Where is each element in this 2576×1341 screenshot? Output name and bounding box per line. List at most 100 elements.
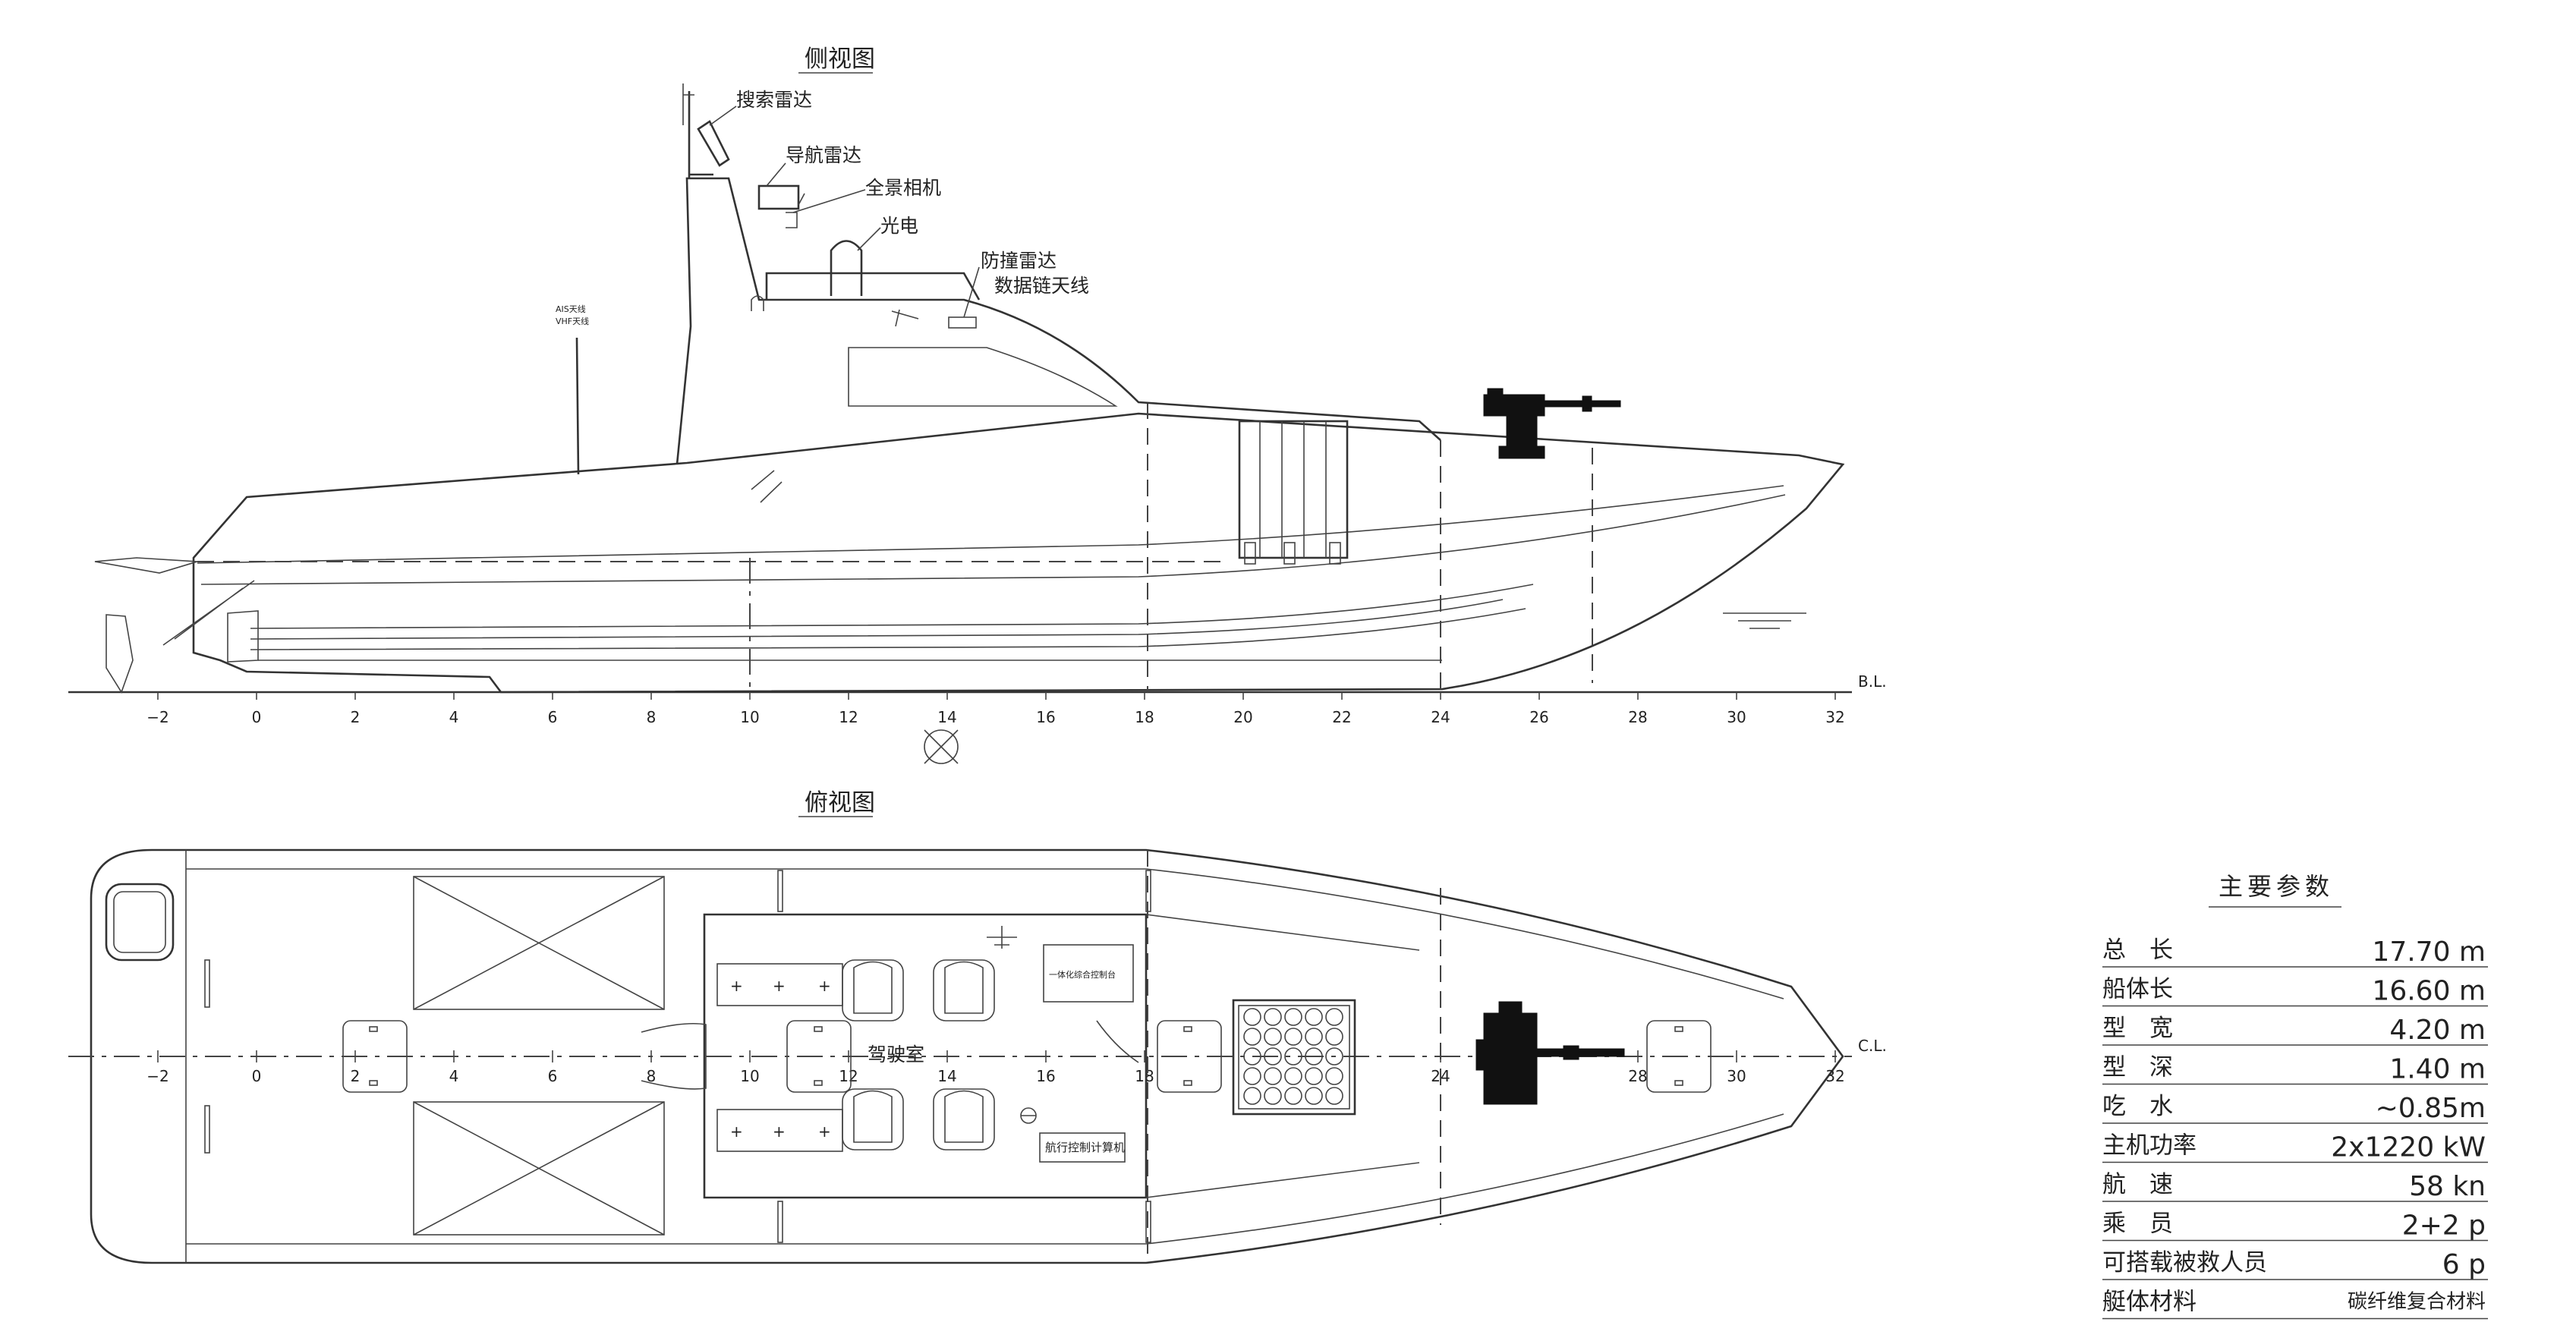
liferaft-canister — [1325, 1047, 1343, 1066]
liferaft-canister — [1284, 1028, 1302, 1046]
collision-radar-leader — [963, 266, 980, 318]
horn-shape — [751, 295, 764, 311]
hull-profile — [192, 412, 1845, 694]
spray-rail-2 — [250, 599, 1504, 640]
trim-tab-arm — [162, 580, 255, 646]
param-value: 16.60 m — [2372, 976, 2486, 1007]
param-value: 17.70 m — [2372, 936, 2486, 968]
compass-symbol — [987, 926, 1017, 949]
collision-radar-label: 防撞雷达 — [981, 250, 1057, 272]
stern-platform — [94, 557, 198, 574]
side-tick-label: 22 — [1332, 708, 1351, 726]
liferaft-canister — [1325, 1028, 1343, 1046]
nav-radar-pointer — [798, 193, 805, 206]
bench-starboard: + + + — [716, 1109, 843, 1152]
panoramic-camera-shape — [786, 212, 798, 228]
electro-optic-label: 光电 — [880, 215, 918, 237]
side-hatch-2 — [760, 481, 783, 503]
side-tick-label: 8 — [647, 708, 657, 726]
liferaft-rack-top — [1217, 999, 1356, 1116]
engine-hatch-starboard — [413, 1101, 665, 1236]
search-radar-label: 搜索雷达 — [736, 89, 812, 111]
chine-line-upper — [197, 485, 1784, 564]
param-value: 4.20 m — [2389, 1015, 2486, 1046]
side-tick-label: −2 — [146, 708, 168, 726]
gun-mount-top — [1475, 1001, 1625, 1105]
svg-text:+: + — [818, 1122, 831, 1141]
deck-hatch-aft — [342, 1020, 408, 1093]
electro-optic-dome — [830, 240, 863, 296]
side-tick-label: 14 — [937, 708, 956, 726]
liferaft-canister — [1284, 1067, 1302, 1085]
svg-text:+: + — [730, 977, 743, 995]
svg-text:+: + — [730, 1122, 743, 1141]
param-label: 主机功率 — [2102, 1132, 2197, 1160]
top-tick-label: 16 — [1036, 1067, 1055, 1085]
deck-hatch-bow — [1646, 1020, 1712, 1093]
waterjet-housing — [227, 610, 259, 663]
param-label: 航 速 — [2102, 1171, 2173, 1198]
top-tick-label: −2 — [146, 1067, 168, 1085]
liferaft-canister — [1243, 1067, 1261, 1085]
liferaft-canister — [1264, 1028, 1282, 1046]
side-tick-label: 32 — [1825, 708, 1844, 726]
liferaft-canister — [1305, 1028, 1323, 1046]
engine-hatch-port — [413, 876, 665, 1010]
param-label: 型 深 — [2102, 1054, 2173, 1081]
liferaft-canister — [1305, 1087, 1323, 1105]
liferaft-canister — [1264, 1008, 1282, 1026]
electro-optic-leader — [857, 227, 881, 251]
top-tick-label: 18 — [1135, 1067, 1154, 1085]
top-tick-label: 2 — [351, 1067, 361, 1085]
chine-line-mid — [200, 494, 1786, 585]
side-view-title: 侧视图 — [805, 46, 875, 73]
search-radar-leader — [709, 105, 737, 126]
spray-rail-1 — [250, 584, 1534, 629]
stern-ladder — [105, 883, 175, 962]
top-tick-label: 30 — [1727, 1067, 1746, 1085]
top-tick-label: 0 — [252, 1067, 262, 1085]
seat-3 — [842, 1088, 904, 1151]
deck-outline — [90, 848, 1844, 1264]
side-tick-label: 0 — [252, 708, 262, 726]
collision-radar-shape — [948, 316, 977, 329]
top-tick-label: 8 — [647, 1067, 657, 1085]
param-value: 2x1220 kW — [2331, 1132, 2486, 1163]
liferaft-canister — [1305, 1047, 1323, 1066]
foredeck-coaming — [1145, 914, 1420, 1198]
rudder — [105, 614, 134, 694]
top-tick-label: 10 — [740, 1067, 759, 1085]
roof-deck — [765, 272, 981, 301]
spray-rail-3 — [250, 608, 1526, 650]
liferaft-canister — [1243, 1008, 1261, 1026]
param-value: 6 p — [2442, 1249, 2486, 1280]
bench-port: + + + — [716, 963, 843, 1006]
liferaft-canister — [1284, 1047, 1302, 1066]
liferaft-canister — [1284, 1087, 1302, 1105]
param-value: 2+2 p — [2402, 1210, 2486, 1242]
liferaft-canister — [1264, 1047, 1282, 1066]
liferaft-canister — [1325, 1067, 1343, 1085]
mast-top — [682, 83, 694, 125]
ais-vhf-antenna — [575, 337, 580, 475]
svg-text:+: + — [773, 1122, 786, 1141]
liferaft-canister — [1325, 1008, 1343, 1026]
param-label: 总 长 — [2102, 936, 2173, 964]
cleat — [204, 959, 210, 1008]
seat-2 — [933, 959, 995, 1021]
param-label: 乘 员 — [2102, 1210, 2173, 1238]
nav-computer-label: 航行控制计算机 — [1045, 1141, 1125, 1154]
side-tick-label: 4 — [449, 708, 459, 726]
liferaft-canister — [1264, 1087, 1282, 1105]
liferaft-canister — [1243, 1087, 1261, 1105]
centerline-label: C.L. — [1858, 1037, 1887, 1055]
panoramic-camera-label: 全景相机 — [865, 177, 941, 199]
param-label: 艇体材料 — [2102, 1289, 2197, 1316]
console-curve — [1096, 1020, 1139, 1063]
deck-hatch-mid — [786, 1020, 852, 1093]
vhf-antenna-label: VHF天线 — [556, 316, 589, 326]
cleat — [777, 1201, 783, 1243]
